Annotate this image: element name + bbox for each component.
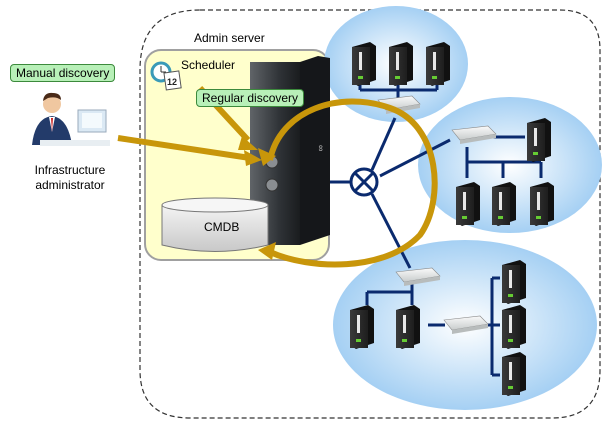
manual-discovery-tag: Manual discovery: [10, 64, 116, 82]
server-tower: [502, 305, 526, 349]
cmdb-database: [161, 197, 269, 252]
scheduler-label: Scheduler: [181, 58, 236, 72]
infra-admin-label-line1: Infrastructure: [34, 163, 106, 177]
server-tower: [456, 182, 480, 226]
server-tower: [396, 305, 420, 349]
calendar-day: 12: [167, 77, 177, 87]
admin-server-label: Admin server: [194, 31, 265, 45]
server-tower: [502, 260, 526, 304]
scheduler-icon: 12: [150, 61, 182, 91]
network-lines: [330, 80, 543, 377]
server-tower: [352, 42, 376, 86]
server-tower: [492, 182, 516, 226]
infrastructure-admin-icon: [32, 92, 110, 146]
switch-right: [451, 125, 497, 144]
server-tower: [502, 352, 526, 396]
server-tower: [389, 42, 413, 86]
server-tower: [530, 182, 554, 226]
cmdb-label: CMDB: [204, 220, 240, 234]
server-tower: [350, 305, 374, 349]
infra-admin-label-line2: administrator: [35, 178, 105, 192]
managed-servers: [350, 42, 554, 396]
server-tower: [527, 118, 551, 162]
system-boundary: [139, 9, 601, 419]
switch-bottom-1: [395, 267, 441, 286]
svg-text:∞: ∞: [316, 145, 326, 151]
switch-bottom-2: [443, 315, 489, 334]
server-tower: [426, 42, 450, 86]
manual-discovery-arrow: [117, 135, 251, 161]
regular-discovery-loop: [267, 98, 438, 268]
regular-discovery-tag: Regular discovery: [196, 89, 305, 107]
arrow-heads: [238, 136, 276, 260]
